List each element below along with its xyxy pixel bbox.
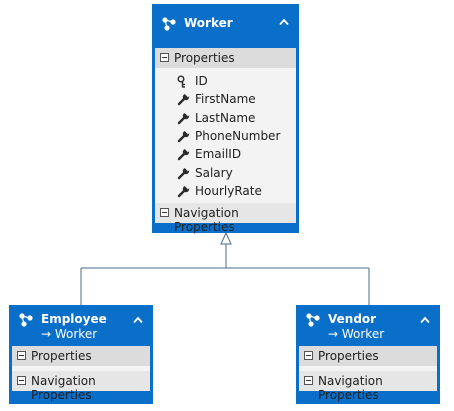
minus-box-icon[interactable] xyxy=(304,376,313,385)
section-label: Properties xyxy=(31,349,92,363)
section-label: Properties xyxy=(318,349,379,363)
entity-header[interactable]: Employee → Worker xyxy=(10,306,152,344)
entity-header[interactable]: Worker xyxy=(153,5,298,43)
entity-title: Vendor xyxy=(328,312,377,326)
property-name: HourlyRate xyxy=(195,183,262,198)
section-label: Properties xyxy=(174,51,235,65)
property-name: ID xyxy=(195,74,208,88)
entity-vendor[interactable]: Vendor → Worker Properties Navigation Pr… xyxy=(296,305,440,404)
minus-box-icon[interactable] xyxy=(160,208,169,217)
navigation-properties-section-header[interactable]: Navigation Properties xyxy=(12,371,150,402)
property-name: FirstName xyxy=(195,92,256,107)
entity-title: Worker xyxy=(184,16,233,30)
navigation-properties-section-header[interactable]: Navigation Properties xyxy=(155,203,296,234)
section-label: Navigation Properties xyxy=(31,374,96,402)
property-name: LastName xyxy=(195,110,256,125)
properties-list xyxy=(299,366,437,371)
chevron-up-icon[interactable] xyxy=(279,18,289,26)
property-name: EmailID xyxy=(195,147,242,162)
properties-section-header[interactable]: Properties xyxy=(299,346,437,366)
entity-icon xyxy=(19,313,33,327)
entity-header[interactable]: Vendor → Worker xyxy=(297,306,439,344)
property-name: Salary xyxy=(195,165,233,180)
entity-title: Employee xyxy=(41,312,107,326)
properties-section-header[interactable]: Properties xyxy=(155,48,296,68)
entity-employee[interactable]: Employee → Worker Properties Navigation … xyxy=(9,305,153,404)
chevron-up-icon[interactable] xyxy=(133,316,143,324)
section-label: Navigation Properties xyxy=(318,374,383,402)
minus-box-icon[interactable] xyxy=(17,376,26,385)
chevron-up-icon[interactable] xyxy=(420,316,430,324)
entity-icon xyxy=(306,313,320,327)
properties-list xyxy=(12,366,150,371)
entity-icon xyxy=(162,17,176,31)
base-type-label: → Worker xyxy=(41,327,98,341)
property-name: PhoneNumber xyxy=(195,128,281,143)
base-type-label: → Worker xyxy=(328,327,385,341)
navigation-properties-section-header[interactable]: Navigation Properties xyxy=(299,371,437,402)
inheritance-arrowhead xyxy=(220,231,232,245)
section-label: Navigation Properties xyxy=(174,206,239,234)
properties-section-header[interactable]: Properties xyxy=(12,346,150,366)
minus-box-icon[interactable] xyxy=(160,53,169,62)
minus-box-icon[interactable] xyxy=(304,351,313,360)
minus-box-icon[interactable] xyxy=(17,351,26,360)
